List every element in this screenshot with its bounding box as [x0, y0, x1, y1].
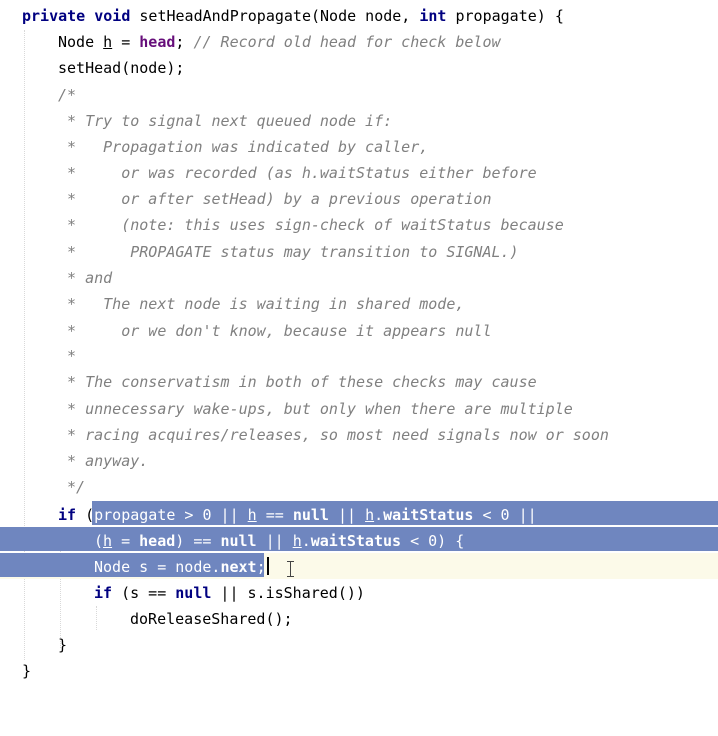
comment: * or after setHead) by a previous operat… [58, 190, 492, 208]
comment: * or was recorded (as h.waitStatus eithe… [58, 164, 537, 182]
comment-line[interactable]: * or after setHead) by a previous operat… [0, 186, 718, 212]
comment: * Try to signal next queued node if: [58, 112, 393, 130]
indent-guide [60, 528, 61, 648]
indent-guide [24, 30, 25, 660]
operator: || [256, 532, 293, 550]
operator: = [112, 532, 140, 550]
condition: < 0) { [401, 532, 465, 550]
operator: = [112, 33, 140, 51]
comment-line[interactable]: /* [0, 82, 718, 108]
code-line[interactable]: setHead(node); [0, 55, 718, 81]
indent-guide [96, 606, 97, 630]
comment: * anyway. [58, 452, 149, 470]
comment: * or we don't know, because it appears n… [58, 322, 492, 340]
type: Node [58, 33, 104, 51]
brace: } [58, 636, 68, 654]
variable: h [247, 506, 257, 524]
comment-line[interactable]: * or we don't know, because it appears n… [0, 318, 718, 344]
comment-line[interactable]: * The conservatism in both of these chec… [0, 369, 718, 395]
comment: * The conservatism in both of these chec… [58, 373, 537, 391]
comment: /* [58, 86, 77, 104]
statement: Node s = node. [94, 558, 221, 576]
keyword: if [58, 506, 77, 524]
comment-line[interactable]: * and [0, 265, 718, 291]
statement: setHead(node); [58, 59, 185, 77]
field: next [220, 558, 257, 576]
condition: < 0 || [473, 506, 537, 524]
code-line[interactable]: Node h = head; // Record old head for ch… [0, 29, 718, 55]
punct: ; [175, 33, 194, 51]
comment: * (note: this uses sign-check of waitSta… [58, 216, 564, 234]
operator: || [328, 506, 366, 524]
keyword: if [94, 584, 113, 602]
statement: doReleaseShared(); [130, 610, 293, 628]
comment-line[interactable]: * racing acquires/releases, so most need… [0, 422, 718, 448]
field: waitStatus [383, 506, 474, 524]
comment: * PROPAGATE status may transition to SIG… [58, 243, 519, 261]
code-line[interactable]: Node s = node.next; [0, 554, 718, 580]
selection-highlight [0, 553, 264, 577]
dot: . [301, 532, 311, 550]
selection-highlight [92, 501, 718, 525]
condition: (s == [112, 584, 176, 602]
comment: * Propagation was indicated by caller, [58, 138, 429, 156]
code-line[interactable]: (h = head) == null || h.waitStatus < 0) … [0, 528, 718, 554]
code-editor[interactable]: private void setHeadAndPropagate(Node no… [0, 0, 718, 682]
comment-line[interactable]: * Propagation was indicated by caller, [0, 134, 718, 160]
comment-line[interactable]: * PROPAGATE status may transition to SIG… [0, 239, 718, 265]
comment: * unnecessary wake-ups, but only when th… [58, 400, 573, 418]
condition: || s.isShared()) [211, 584, 365, 602]
comment-line[interactable]: * or was recorded (as h.waitStatus eithe… [0, 160, 718, 186]
variable: h [292, 532, 302, 550]
comment-line[interactable]: * (note: this uses sign-check of waitSta… [0, 212, 718, 238]
comment: */ [58, 478, 86, 496]
variable: h [365, 506, 375, 524]
condition: propagate > 0 || [94, 506, 248, 524]
operator: == [256, 506, 293, 524]
keyword: null [175, 584, 212, 602]
paren: ( [94, 532, 104, 550]
comment: * and [58, 269, 113, 287]
code-line[interactable]: if (propagate > 0 || h == null || h.wait… [0, 502, 718, 528]
comment: // Record old head for check below [193, 33, 501, 51]
keyword: private [22, 7, 86, 25]
variable: h [103, 532, 113, 550]
method-signature-rest: propagate) { [446, 7, 564, 25]
keyword: void [94, 7, 131, 25]
method-signature: setHeadAndPropagate(Node node, [139, 7, 420, 25]
operator: ) == [175, 532, 221, 550]
field: head [139, 532, 176, 550]
selection-highlight [0, 527, 718, 551]
comment: * The next node is waiting in shared mod… [58, 295, 465, 313]
text-caret [266, 557, 269, 575]
comment: * racing acquires/releases, so most need… [58, 426, 609, 444]
field: head [139, 33, 176, 51]
comment-line[interactable]: * unnecessary wake-ups, but only when th… [0, 396, 718, 422]
code-line[interactable]: private void setHeadAndPropagate(Node no… [0, 3, 718, 29]
field: waitStatus [310, 532, 402, 550]
paren: ( [76, 506, 95, 524]
keyword: int [419, 7, 447, 25]
code-line[interactable]: } [0, 658, 718, 684]
code-line[interactable]: if (s == null || s.isShared()) [0, 580, 718, 606]
code-line[interactable]: } [0, 632, 718, 658]
comment-line[interactable]: */ [0, 474, 718, 500]
ibeam-cursor-icon [286, 561, 296, 577]
comment-line[interactable]: * The next node is waiting in shared mod… [0, 291, 718, 317]
punct: ; [256, 558, 266, 576]
comment: * [58, 347, 77, 365]
keyword: null [292, 506, 329, 524]
comment-line[interactable]: * Try to signal next queued node if: [0, 108, 718, 134]
dot: . [374, 506, 384, 524]
keyword: null [220, 532, 257, 550]
comment-line[interactable]: * anyway. [0, 448, 718, 474]
variable: h [103, 33, 113, 51]
comment-line[interactable]: * [0, 343, 718, 369]
brace: } [22, 662, 32, 680]
code-line[interactable]: doReleaseShared(); [0, 606, 718, 632]
